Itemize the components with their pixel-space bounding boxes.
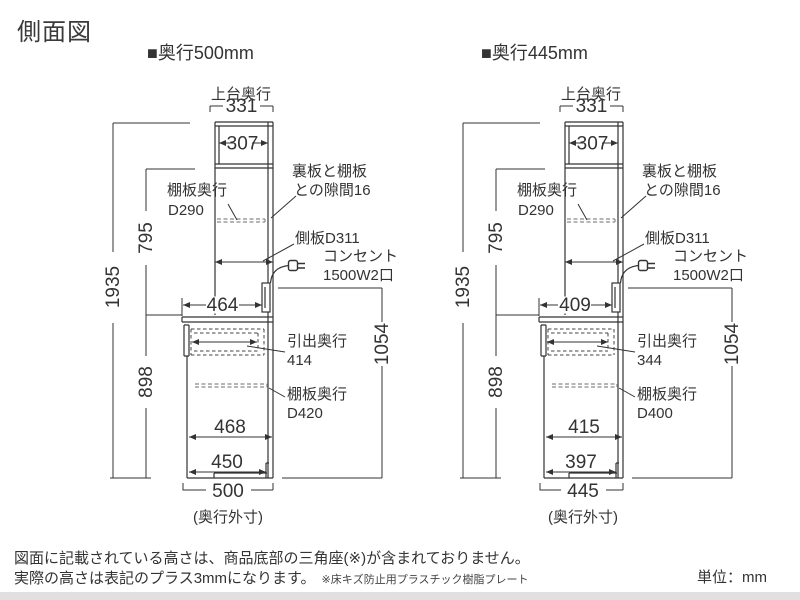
dim-inner-depth: 468 — [214, 417, 246, 438]
dim-counter-depth: 409 — [559, 295, 591, 316]
page-title: 側面図 — [17, 19, 92, 46]
label-upper-shelf-2: D290 — [168, 202, 204, 219]
dim-base-depth: 397 — [565, 452, 597, 473]
label-back-gap-1: 裏板と棚板 — [642, 162, 717, 180]
label-back-gap-1: 裏板と棚板 — [292, 162, 367, 180]
dimension-lines — [110, 105, 383, 491]
dim-total-height: 1935 — [103, 266, 124, 308]
label-outlet-2: 1500W2口 — [673, 267, 744, 284]
heading-depth-500: ■奥行500mm — [147, 43, 254, 63]
label-back-gap-2: との隙間16 — [644, 182, 721, 199]
footnote-line-1: 図面に記載されている高さは、商品底部の三角座(※)が含まれておりません。 — [14, 550, 530, 567]
cabinet-structure-lines — [538, 121, 624, 479]
dim-upper-height: 795 — [486, 222, 507, 254]
diagram-depth-500: 上台奥行 331 307 1935 795 898 1054 棚板奥行 D290… — [103, 86, 398, 526]
label-lower-shelf-1: 棚板奥行 — [287, 385, 347, 403]
label-upper-shelf-2: D290 — [518, 202, 554, 219]
label-back-gap-2: との隙間16 — [294, 182, 371, 199]
label-lower-shelf-2: D420 — [287, 405, 323, 422]
outlet-box — [611, 282, 621, 313]
label-drawer-2: 414 — [287, 352, 312, 369]
label-lower-shelf-1: 棚板奥行 — [637, 385, 697, 403]
label-upper-shelf-1: 棚板奥行 — [167, 181, 227, 199]
dim-top-inner: 307 — [227, 134, 259, 155]
power-plug-icon — [269, 259, 305, 284]
label-outlet-1: コンセント — [673, 248, 748, 265]
label-top-depth: 上台奥行 — [561, 86, 621, 103]
dim-counter-depth: 464 — [207, 295, 239, 316]
label-drawer-2: 344 — [637, 352, 662, 369]
label-side-panel: 側板D311 — [295, 229, 360, 247]
dim-lower-height: 898 — [486, 366, 507, 398]
label-drawer-1: 引出奥行 — [637, 333, 697, 350]
dim-total-height: 1935 — [453, 266, 474, 308]
label-top-depth: 上台奥行 — [211, 86, 271, 103]
label-drawer-1: 引出奥行 — [287, 333, 347, 350]
shelf-dashed-lines — [552, 218, 618, 388]
label-side-panel: 側板D311 — [645, 229, 710, 247]
dim-right-height: 1054 — [372, 322, 393, 365]
dim-top-outer: 331 — [226, 96, 258, 117]
unit-label: 単位：mm — [697, 569, 767, 586]
dim-right-height: 1054 — [722, 322, 743, 365]
dim-top-outer: 331 — [576, 96, 608, 117]
shelf-dashed-lines — [195, 218, 268, 388]
label-outer-depth-note: (奥行外寸) — [548, 509, 618, 526]
dim-outer-depth: 445 — [567, 481, 599, 502]
leader-lines — [577, 195, 647, 398]
label-outlet-1: コンセント — [323, 248, 398, 265]
cabinet-structure-lines — [181, 121, 274, 479]
footnote-small-note: ※床キズ防止用プラスチック樹脂プレート — [321, 574, 529, 586]
bottom-divider-bar — [0, 592, 800, 600]
label-outlet-2: 1500W2口 — [323, 267, 394, 284]
outlet-box — [261, 282, 271, 313]
dim-inner-depth: 415 — [568, 417, 600, 438]
leader-lines — [227, 195, 297, 398]
diagram-depth-445: 上台奥行 331 307 1935 795 898 1054 棚板奥行 D290… — [453, 86, 748, 526]
label-outer-depth-note: (奥行外寸) — [193, 509, 263, 526]
power-plug-icon — [619, 259, 655, 284]
dim-counter-depth-mask — [206, 296, 239, 314]
drawer-dashed-lines — [190, 328, 265, 356]
footnote-line-2-text: 実際の高さは表記のプラス3mmになります。 — [14, 570, 316, 587]
footnote-line-2: 実際の高さは表記のプラス3mmになります。 ※床キズ防止用プラスチック樹脂プレート — [14, 567, 529, 588]
dim-base-depth: 450 — [211, 452, 243, 473]
dim-counter-depth-mask — [558, 296, 591, 314]
dim-top-inner: 307 — [577, 134, 609, 155]
dim-outer-depth: 500 — [212, 481, 244, 502]
label-lower-shelf-2: D400 — [637, 405, 673, 422]
label-upper-shelf-1: 棚板奥行 — [517, 181, 577, 199]
dim-lower-height: 898 — [136, 366, 157, 398]
dim-upper-height: 795 — [136, 222, 157, 254]
heading-depth-445: ■奥行445mm — [481, 43, 588, 63]
